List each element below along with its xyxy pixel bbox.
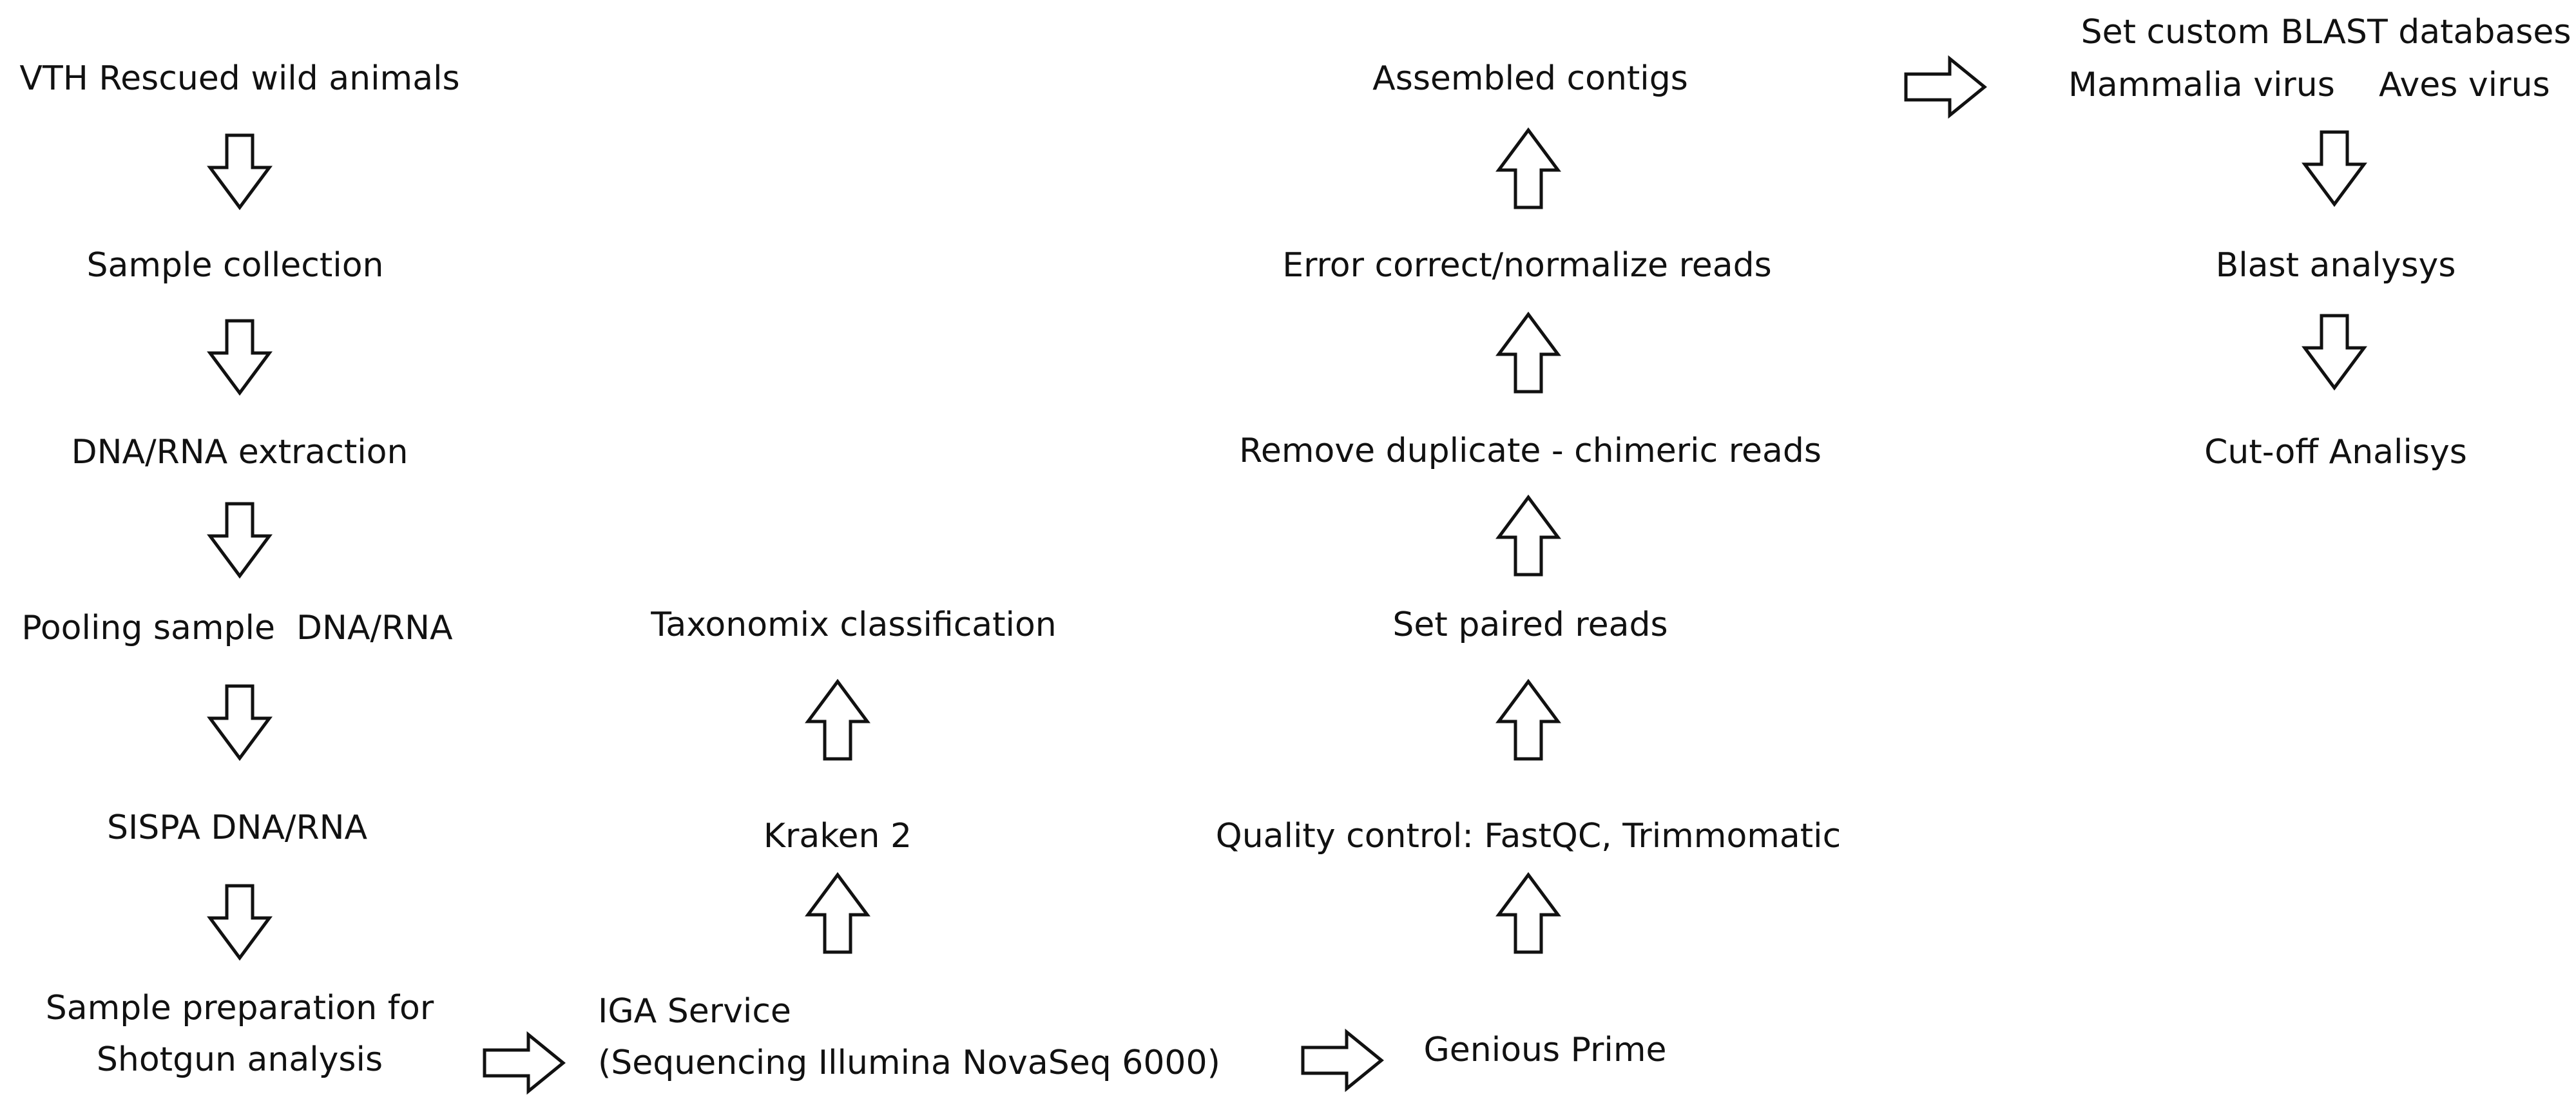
step-iga-service: IGA Service (Sequencing Illumina NovaSeq… bbox=[598, 986, 1220, 1089]
step-blast-analysis: Blast analysys bbox=[2215, 246, 2456, 285]
step-remove-duplicate-chimeric: Remove duplicate - chimeric reads bbox=[1239, 432, 1821, 470]
arrow-down-icon bbox=[207, 684, 273, 761]
arrow-up-icon bbox=[805, 872, 870, 954]
arrow-right-icon bbox=[1904, 55, 1987, 119]
step-set-paired-reads: Set paired reads bbox=[1392, 606, 1668, 644]
step-genious-prime: Genious Prime bbox=[1423, 1031, 1667, 1069]
arrow-up-icon bbox=[1495, 311, 1561, 394]
step-sample-preparation-line1: Sample preparation for bbox=[45, 989, 434, 1027]
step-dna-rna-extraction: DNA/RNA extraction bbox=[71, 433, 409, 472]
arrow-down-icon bbox=[207, 502, 273, 579]
step-blast-db-aves-virus: Aves virus bbox=[2379, 66, 2550, 104]
step-sample-collection: Sample collection bbox=[86, 246, 384, 285]
step-set-custom-blast-databases: Set custom BLAST databases bbox=[2081, 13, 2571, 52]
arrow-up-icon bbox=[1495, 494, 1561, 577]
step-sample-preparation: Sample preparation for Shotgun analysis bbox=[46, 982, 434, 1085]
arrow-right-icon bbox=[1301, 1028, 1384, 1093]
arrow-right-icon bbox=[483, 1031, 566, 1095]
arrow-down-icon bbox=[207, 884, 273, 961]
arrow-down-icon bbox=[207, 133, 273, 211]
arrow-down-icon bbox=[2302, 130, 2367, 207]
arrow-up-icon bbox=[805, 678, 870, 761]
step-iga-service-line2: (Sequencing Illumina NovaSeq 6000) bbox=[598, 1044, 1220, 1082]
step-pooling-sample: Pooling sample DNA/RNA bbox=[21, 609, 453, 647]
arrow-down-icon bbox=[2302, 314, 2367, 391]
step-kraken: Kraken 2 bbox=[763, 817, 912, 855]
step-vth-rescued-animals: VTH Rescued wild animals bbox=[19, 59, 460, 98]
arrow-down-icon bbox=[207, 319, 273, 396]
step-blast-db-mammalia-virus: Mammalia virus bbox=[2068, 66, 2335, 104]
arrow-up-icon bbox=[1495, 678, 1561, 761]
step-quality-control: Quality control: FastQC, Trimmomatic bbox=[1215, 817, 1841, 855]
arrow-up-icon bbox=[1495, 872, 1561, 954]
step-error-correct-normalize: Error correct/normalize reads bbox=[1282, 246, 1772, 285]
step-cutoff-analysis: Cut-off Analisys bbox=[2204, 433, 2467, 472]
step-assembled-contigs: Assembled contigs bbox=[1372, 59, 1688, 98]
step-iga-service-line1: IGA Service bbox=[598, 992, 791, 1031]
arrow-up-icon bbox=[1495, 127, 1561, 209]
step-sispa: SISPA DNA/RNA bbox=[106, 808, 368, 847]
step-taxonomix-classification: Taxonomix classification bbox=[651, 606, 1057, 644]
step-sample-preparation-line2: Shotgun analysis bbox=[96, 1040, 383, 1079]
